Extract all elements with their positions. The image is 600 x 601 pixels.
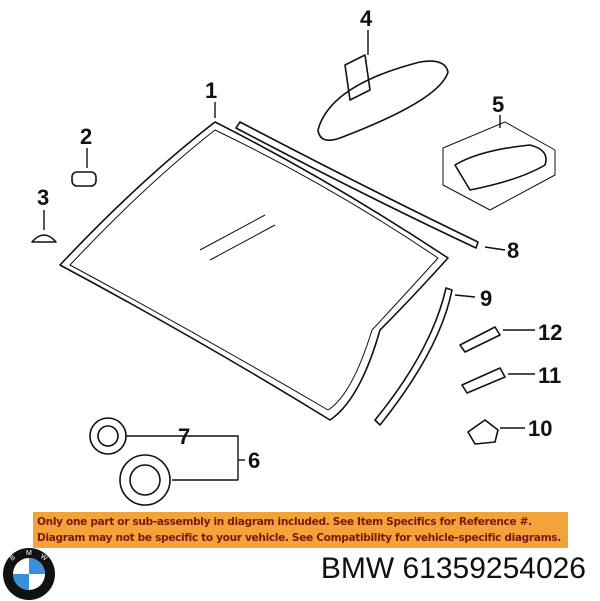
notice-line-1: Only one part or sub-assembly in diagram… xyxy=(37,516,532,528)
notice-line-2: Diagram may not be specific to your vehi… xyxy=(37,532,561,544)
svg-text:W: W xyxy=(39,553,49,563)
parts-diagram: 1 2 3 4 5 6 7 8 9 10 11 12 xyxy=(31,6,562,506)
callout-12: 12 xyxy=(538,320,562,345)
part-number: BMW 61359254026 xyxy=(320,552,586,585)
callout-9: 9 xyxy=(480,286,492,311)
callout-8: 8 xyxy=(507,238,519,263)
molding-strip-top xyxy=(235,121,479,249)
windshield-glass xyxy=(59,121,449,421)
molding-strip-side xyxy=(374,287,453,426)
notice-banner: Only one part or sub-assembly in diagram… xyxy=(33,512,568,548)
bmw-logo: B M W xyxy=(3,548,55,600)
callout-7: 7 xyxy=(178,424,190,449)
callout-5: 5 xyxy=(492,92,504,117)
callout-3: 3 xyxy=(37,185,49,210)
part-7 xyxy=(89,417,127,455)
svg-text:B: B xyxy=(9,554,17,563)
callout-10: 10 xyxy=(528,416,552,441)
callout-2: 2 xyxy=(80,124,92,149)
rearview-mirror xyxy=(317,60,449,141)
part-11 xyxy=(461,367,506,394)
svg-text:M: M xyxy=(26,550,32,557)
callout-4: 4 xyxy=(360,6,373,31)
sensor-box xyxy=(442,121,556,211)
part-3 xyxy=(31,234,57,243)
callout-11: 11 xyxy=(538,363,561,388)
callout-6: 6 xyxy=(248,448,260,473)
part-12 xyxy=(459,326,501,353)
callout-1: 1 xyxy=(205,78,217,103)
part-2 xyxy=(71,171,97,187)
part-10 xyxy=(467,419,499,445)
part-6 xyxy=(119,454,171,506)
